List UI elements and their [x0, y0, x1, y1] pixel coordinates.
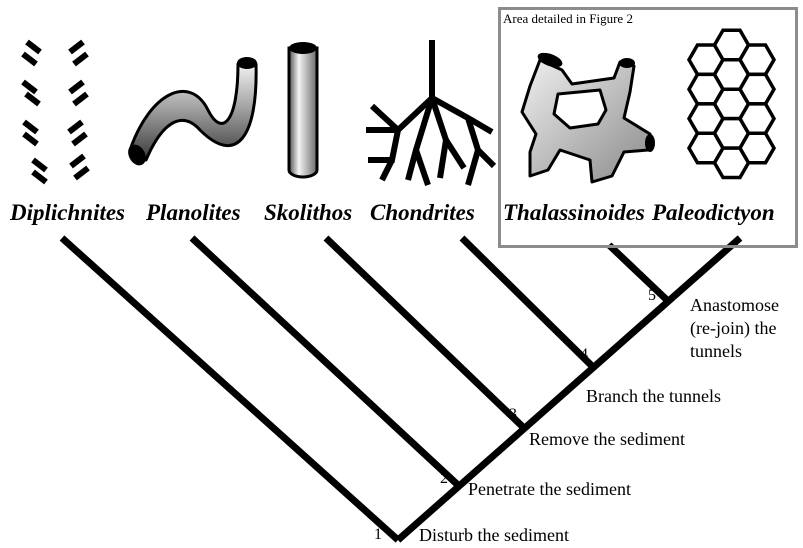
- node-label-penetrate: Penetrate the sediment: [468, 478, 631, 501]
- node-number-3: 3: [509, 406, 517, 424]
- taxon-skolithos: Skolithos: [264, 200, 352, 226]
- skolithos-tube-icon: [289, 42, 317, 177]
- node-label-remove: Remove the sediment: [529, 428, 685, 451]
- node-number-2: 2: [440, 470, 448, 488]
- branch-diplichnites: [62, 238, 398, 540]
- node-number-5: 5: [648, 287, 656, 305]
- branch-chondrites: [462, 238, 593, 367]
- taxon-diplichnites: Diplichnites: [10, 200, 125, 226]
- node-label-branch: Branch the tunnels: [586, 385, 721, 408]
- planolites-burrow-icon: [125, 57, 257, 169]
- node-number-1: 1: [374, 526, 382, 544]
- node-number-4: 4: [580, 346, 588, 364]
- taxon-planolites: Planolites: [146, 200, 241, 226]
- node-label-anastomose-line2: (re-join) the: [690, 317, 779, 340]
- taxon-paleodictyon: Paleodictyon: [652, 200, 775, 226]
- diplichnites-trace-icon: [23, 42, 88, 182]
- taxon-chondrites: Chondrites: [370, 200, 475, 226]
- branch-thalassinoides: [609, 245, 668, 301]
- node-label-disturb: Disturb the sediment: [419, 524, 569, 547]
- node-label-anastomose: Anastomose (re-join) the tunnels: [690, 294, 779, 363]
- figure2-box-caption: Area detailed in Figure 2: [503, 11, 633, 27]
- node-label-anastomose-line1: Anastomose: [690, 294, 779, 317]
- taxon-thalassinoides: Thalassinoides: [503, 200, 645, 226]
- branch-planolites: [192, 238, 459, 486]
- chondrites-branching-icon: [366, 40, 494, 185]
- node-label-anastomose-line3: tunnels: [690, 340, 779, 363]
